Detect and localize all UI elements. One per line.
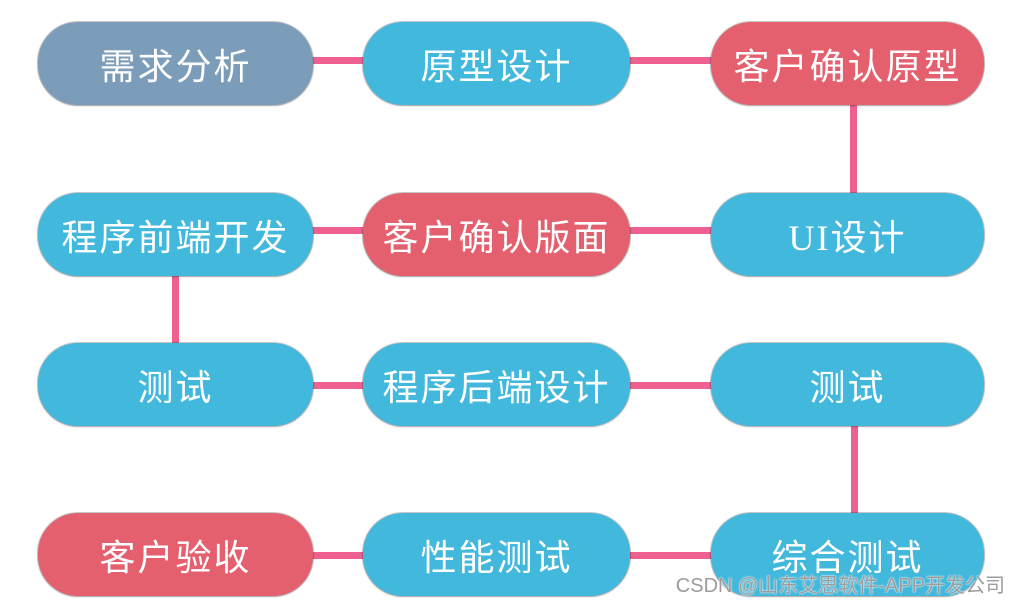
node-test-right: 测试 bbox=[711, 343, 984, 426]
node-client-confirm-prototype: 客户确认原型 bbox=[711, 22, 984, 105]
connector-line bbox=[626, 57, 716, 64]
connector-line bbox=[308, 57, 368, 64]
node-comprehensive-test: 综合测试 bbox=[711, 513, 984, 596]
node-client-confirm-layout: 客户确认版面 bbox=[363, 193, 630, 276]
connector-line bbox=[172, 271, 179, 348]
connector-line bbox=[626, 552, 718, 559]
connector-line bbox=[308, 382, 368, 389]
node-test-left: 测试 bbox=[38, 343, 313, 426]
node-backend-design: 程序后端设计 bbox=[363, 343, 630, 426]
node-ui-design: UI设计 bbox=[711, 193, 984, 276]
node-client-acceptance: 客户验收 bbox=[38, 513, 313, 596]
connector-line bbox=[626, 382, 716, 389]
connector-line bbox=[626, 227, 714, 234]
node-prototype-design: 原型设计 bbox=[363, 22, 630, 105]
connector-line bbox=[308, 552, 368, 559]
connector-line bbox=[308, 227, 368, 234]
node-performance-test: 性能测试 bbox=[363, 513, 630, 596]
node-requirements-analysis: 需求分析 bbox=[38, 22, 313, 105]
connector-line bbox=[851, 421, 858, 518]
node-frontend-development: 程序前端开发 bbox=[38, 193, 313, 276]
watermark: CSDN @山东艾思软件-APP开发公司 bbox=[675, 575, 1005, 597]
connector-line bbox=[850, 100, 857, 198]
